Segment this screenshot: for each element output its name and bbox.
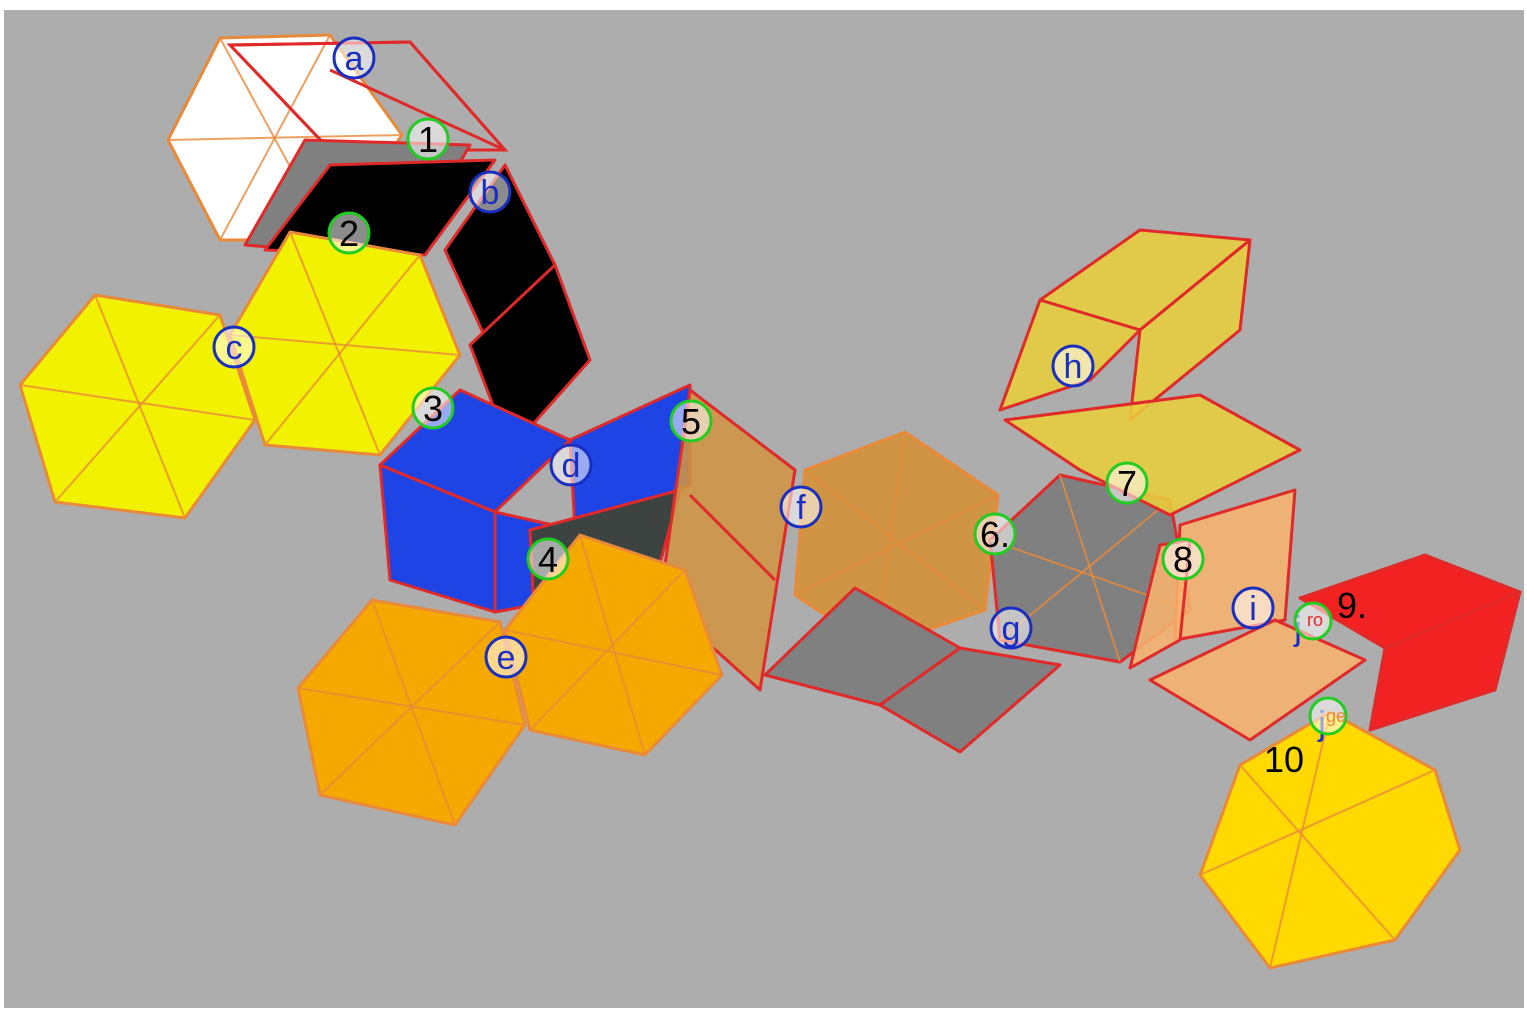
marker-8: 8 [1163,539,1203,580]
marker-b-label: b [481,174,500,212]
marker-a-label: a [345,40,364,78]
marker-1: 1 [408,119,448,160]
marker-6-label: 6. [980,514,1010,555]
marker-5: 5 [671,401,711,442]
marker-1-label: 1 [418,119,438,160]
marker-h-label: h [1064,348,1083,386]
marker-a: a [334,38,374,78]
marker-c: c [214,327,254,367]
marker-b: b [470,172,510,212]
label-ge: ge [1326,706,1346,726]
marker-7-label: 7 [1117,463,1137,504]
marker-10-label: 10 [1264,739,1304,780]
marker-4-label: 4 [538,539,558,580]
marker-f-label: f [796,489,806,527]
marker-i-label: i [1249,590,1257,628]
marker-2: 2 [329,213,369,254]
marker-4: 4 [528,539,568,580]
marker-7: 7 [1107,463,1147,504]
marker-d: d [551,445,591,485]
marker-g-label: g [1002,610,1021,648]
marker-e-label: e [497,639,516,677]
marker-3-label: 3 [423,388,443,429]
label-ro: ro [1307,610,1323,630]
marker-d-label: d [562,447,581,485]
marker-9-label: 9. [1337,585,1367,626]
marker-h: h [1053,346,1093,386]
marker-e: e [486,637,526,677]
marker-f: f [781,487,821,527]
marker-8-label: 8 [1173,539,1193,580]
marker-3: 3 [413,388,453,429]
marker-2-label: 2 [339,213,359,254]
marker-6: 6. [975,514,1015,555]
marker-5-label: 5 [681,401,701,442]
marker-i: i [1233,588,1273,628]
marker-g: g [991,608,1031,648]
marker-c-label: c [226,329,243,367]
